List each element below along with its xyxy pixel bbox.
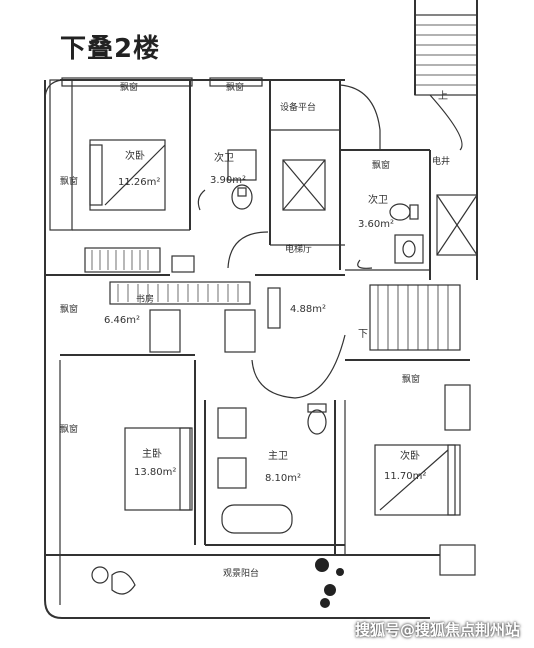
label-secondary-bedroom-1-area: 11.26m²: [118, 177, 161, 188]
label-bay-window-small: 飘窗: [402, 375, 421, 385]
plants: [315, 558, 344, 608]
planter: [91, 566, 109, 584]
label-elevator-hall: 电梯厅: [285, 245, 313, 255]
label-study-area: 6.46m²: [104, 315, 141, 326]
label-down-mark: 下: [358, 329, 368, 340]
left-column-wall: [49, 79, 73, 231]
wardrobe-1: [84, 247, 161, 273]
label-study: 书房: [136, 295, 155, 305]
watermark: 搜狐号@搜狐焦点荆州站: [354, 621, 520, 639]
label-master-bedroom: 主卧: [142, 449, 162, 460]
label-secondary-bath-1: 次卫: [214, 153, 234, 164]
label-master-bath-area: 8.10m²: [265, 473, 302, 484]
bay-window-top2-frame: [209, 77, 263, 87]
label-secondary-bath-2-area: 3.60m²: [358, 219, 395, 230]
staircase-middle: [369, 284, 461, 351]
bay-window-top-frame: [61, 77, 193, 87]
label-secondary-bedroom-2: 次卧: [400, 451, 420, 462]
label-bay-window-top2: 飘窗: [226, 83, 245, 93]
label-bay-window-right: 飘窗: [372, 161, 391, 171]
wardrobe-2: [109, 281, 251, 305]
wardrobe-3: [149, 309, 181, 353]
label-bay-window-left: 飘窗: [60, 177, 79, 187]
label-bay-window-master: 飘窗: [60, 425, 79, 435]
outer-wall: [44, 80, 430, 619]
bed-master: [124, 427, 191, 511]
label-master-bedroom-area: 13.80m²: [134, 467, 177, 478]
label-secondary-bath-1-area: 3.90m²: [210, 175, 247, 186]
study-desk: [267, 287, 281, 329]
bathtub: [221, 504, 293, 534]
label-elevator-shaft: 电井: [432, 157, 451, 167]
floor-title: 下叠2楼: [60, 34, 161, 64]
bed-secondary-2: [374, 444, 456, 516]
label-bay-window-top: 飘窗: [120, 83, 139, 93]
label-bay-window-study: 飘窗: [60, 305, 79, 315]
label-secondary-bedroom-1: 次卧: [125, 151, 145, 162]
label-master-bath: 主卫: [268, 451, 288, 462]
label-secondary-bedroom-2-area: 11.70m²: [384, 471, 427, 482]
label-equipment-platform: 设备平台: [280, 103, 317, 113]
wardrobe-4: [224, 309, 256, 353]
label-hall-area: 4.88m²: [290, 304, 327, 315]
elevator: [282, 159, 326, 211]
label-up-mark: 上: [438, 91, 448, 102]
label-balcony: 观景阳台: [223, 569, 260, 579]
label-secondary-bath-2: 次卫: [368, 195, 388, 206]
outer-wall-curve: [44, 79, 63, 101]
